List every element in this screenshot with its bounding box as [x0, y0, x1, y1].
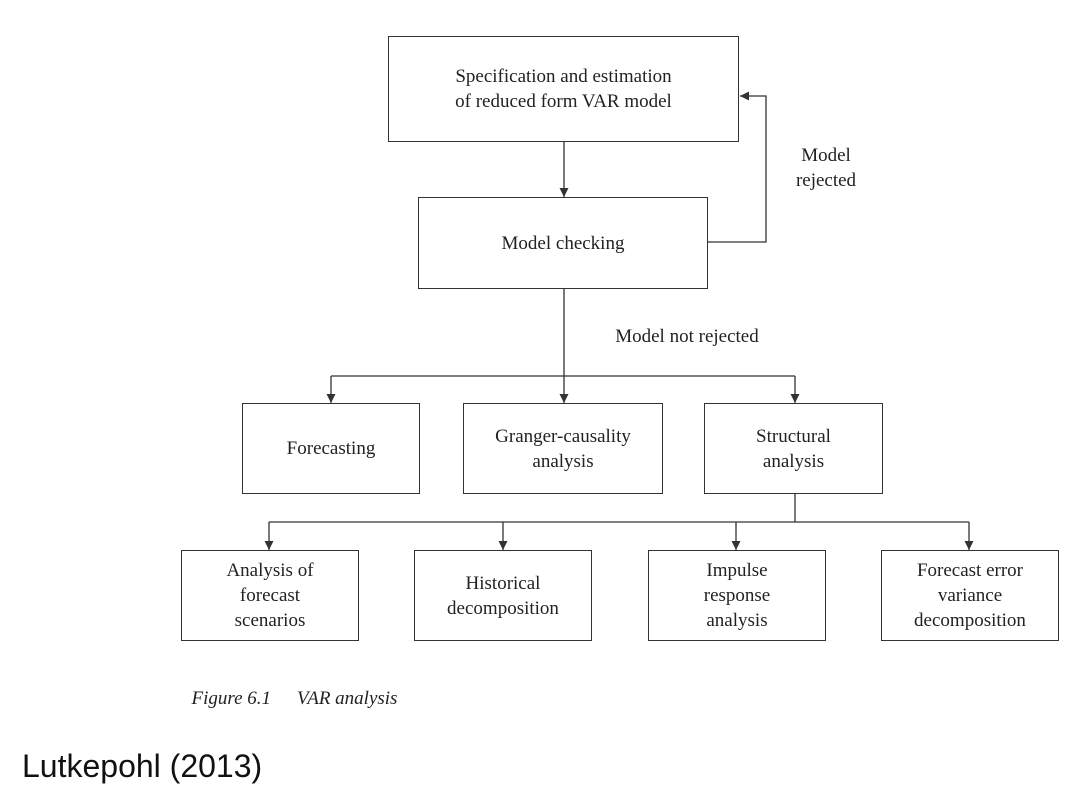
node-historical-decomposition: Historical decomposition [414, 550, 592, 641]
node-forecasting: Forecasting [242, 403, 420, 494]
figure-number: Figure 6.1 [191, 688, 272, 709]
node-granger-causality: Granger-causality analysis [463, 403, 663, 494]
source-citation: Lutkepohl (2013) [22, 748, 263, 784]
arrow-rejected-loop [708, 91, 767, 243]
figure-caption: Figure 6.1 VAR analysis [182, 666, 398, 710]
edge-label-model-rejected: Model rejected [795, 145, 857, 191]
node-structural-analysis: Structural analysis [704, 403, 883, 494]
node-model-checking: Model checking [418, 197, 708, 289]
node-impulse-response: Impulse response analysis [648, 550, 826, 641]
node-forecast-scenarios: Analysis of forecast scenarios [181, 550, 359, 641]
edge-label-model-not-rejected: Model not rejected [615, 326, 759, 347]
node-specification-estimation: Specification and estimation of reduced … [388, 36, 739, 142]
node-forecast-error-variance: Forecast error variance decomposition [881, 550, 1059, 641]
figure-title: VAR analysis [297, 688, 398, 709]
